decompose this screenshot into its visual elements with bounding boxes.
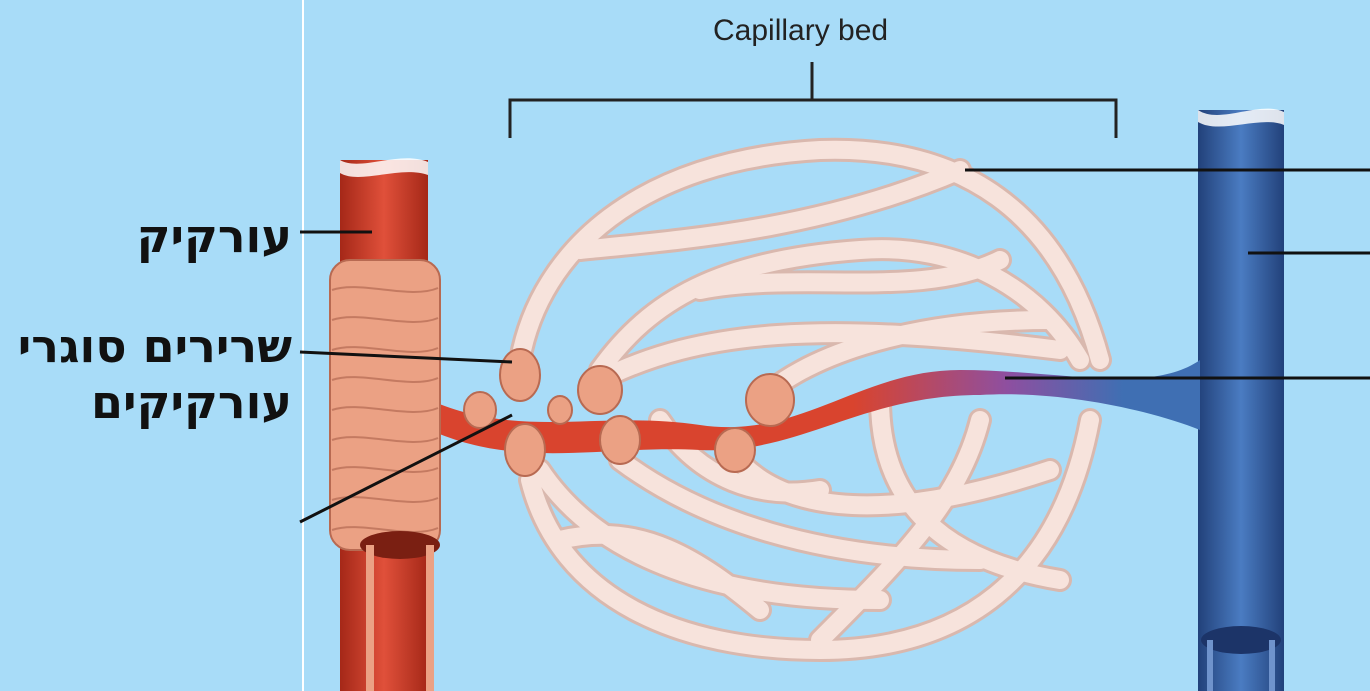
label-arteriole: עורקיק <box>137 208 292 264</box>
label-precapillary-sphincters: שרירים סוגרי עורקיקים <box>18 318 292 430</box>
arteriole <box>330 158 440 691</box>
label-sphincter-line1: שרירים סוגרי <box>18 318 292 374</box>
capillary-bed-bracket <box>510 62 1116 138</box>
venule <box>1198 109 1284 691</box>
label-sphincter-line2: עורקיקים <box>18 374 292 430</box>
capillary-bed-title: Capillary bed <box>713 14 888 48</box>
